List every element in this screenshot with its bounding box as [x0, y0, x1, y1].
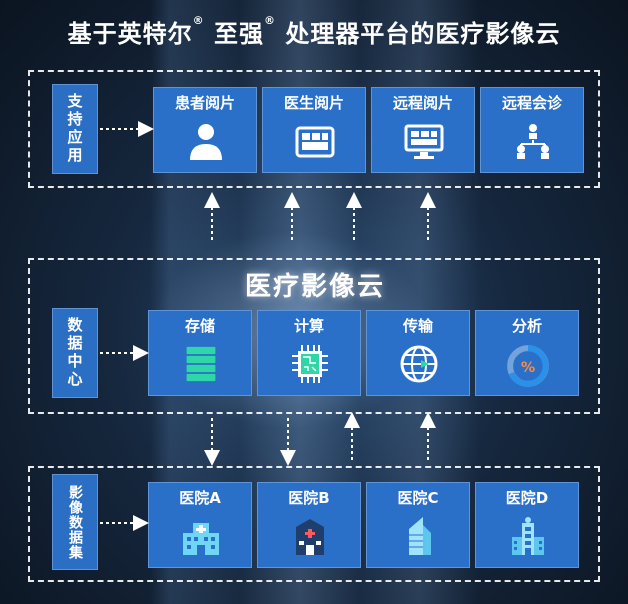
- card-compute[interactable]: 计算: [257, 310, 361, 396]
- percent-gauge-icon: %: [507, 345, 549, 387]
- tower-icon: [409, 517, 431, 555]
- hospital-icon: [183, 523, 219, 555]
- card-hospital-d[interactable]: 医院D: [475, 482, 579, 568]
- card-storage[interactable]: 存储: [148, 310, 252, 396]
- image-dataset-section: [28, 466, 600, 582]
- support-apps-section: [28, 70, 600, 188]
- card-doctor-reading[interactable]: 医生阅片: [262, 87, 366, 173]
- card-hospital-c[interactable]: 医院C: [366, 482, 470, 568]
- card-remote-consult[interactable]: 远程会诊: [480, 87, 584, 173]
- data-center-section: [28, 258, 600, 414]
- hospital-tower-icon: [512, 517, 544, 555]
- card-transmission[interactable]: 传输: [366, 310, 470, 396]
- cloud-title: 医疗影像云: [244, 272, 385, 302]
- chip-icon: [292, 345, 328, 383]
- card-patient-reading[interactable]: 患者阅片: [153, 87, 257, 173]
- card-analysis[interactable]: 分析 %: [475, 310, 579, 396]
- database-icon: [186, 346, 216, 382]
- data-center-label: 数据中心: [52, 308, 98, 398]
- card-hospital-a[interactable]: 医院A: [148, 482, 252, 568]
- network-icon: [517, 124, 549, 159]
- clinic-icon: [296, 519, 324, 555]
- card-remote-reading[interactable]: 远程阅片: [371, 87, 475, 173]
- svg-text:%: %: [521, 360, 535, 376]
- support-apps-label: 支持应用: [52, 84, 98, 174]
- card-hospital-b[interactable]: 医院B: [257, 482, 361, 568]
- monitor-icon: [404, 124, 444, 159]
- tablet-icon: [295, 126, 335, 158]
- globe-icon: [400, 345, 438, 383]
- image-dataset-label: 影像数据集: [52, 474, 98, 570]
- page-title: 基于英特尔® 至强® 处理器平台的医疗影像云: [67, 14, 561, 48]
- person-icon: [190, 124, 222, 160]
